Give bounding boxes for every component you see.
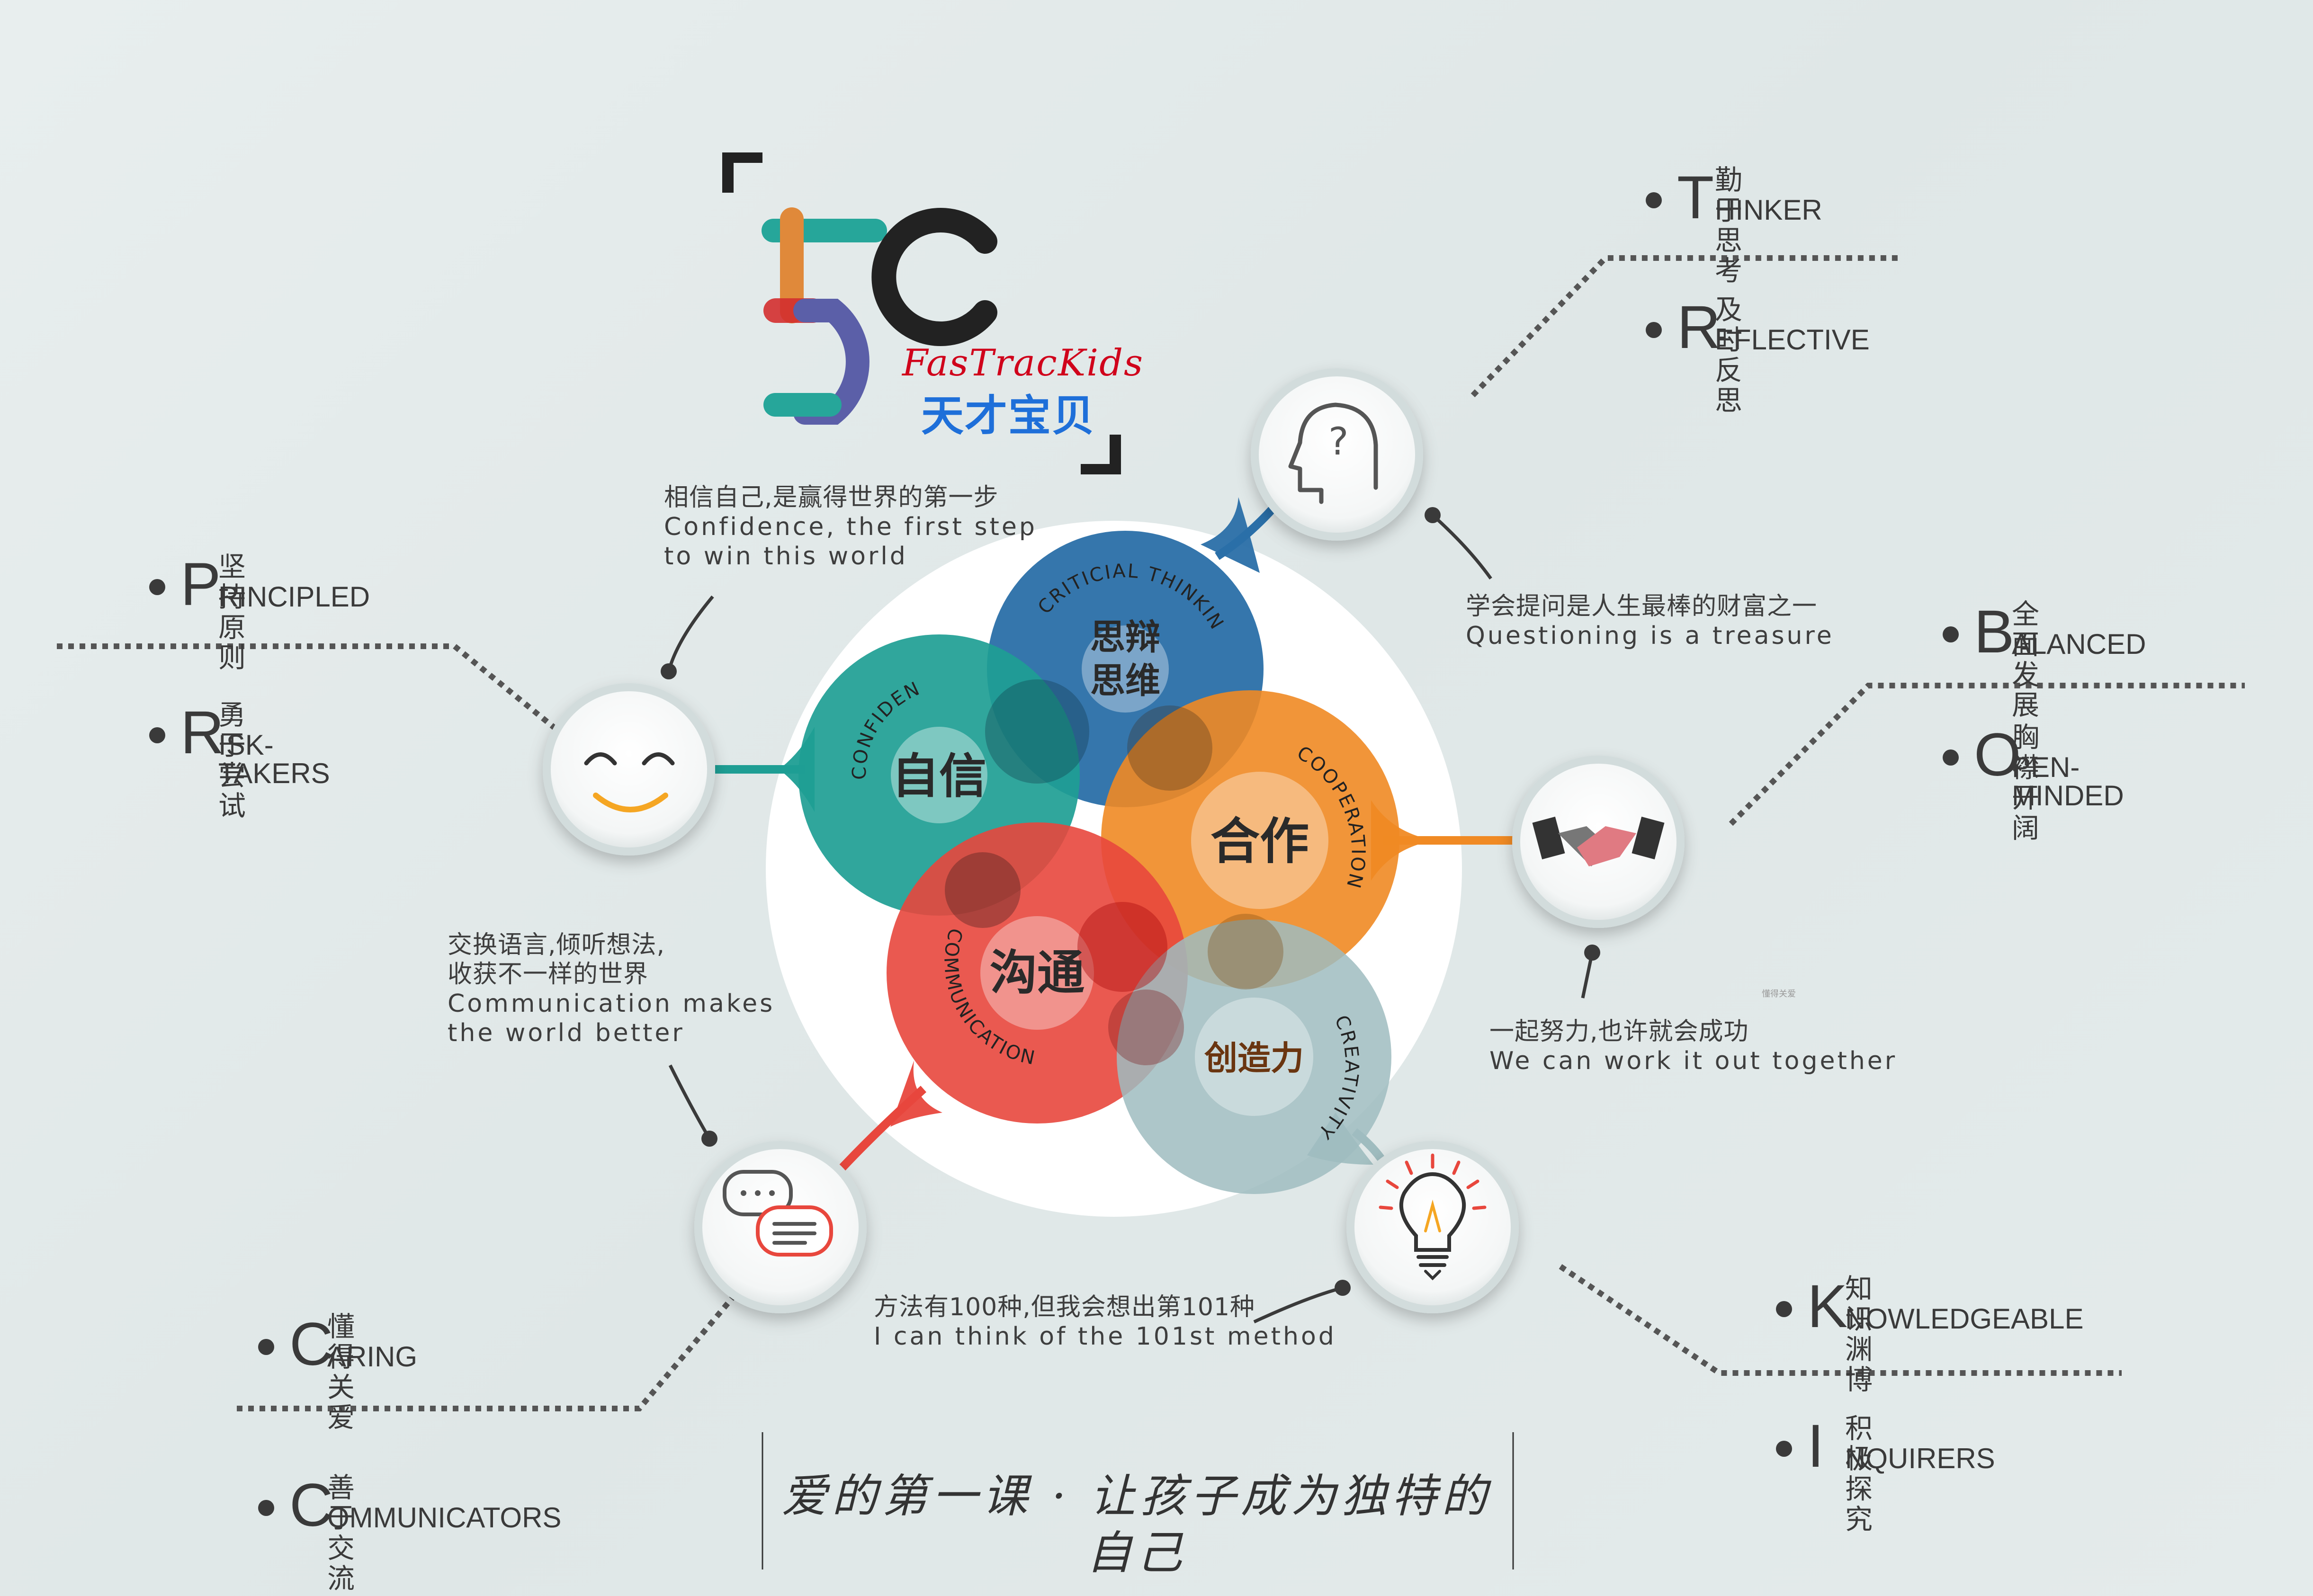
pointer-lines: [667, 514, 1594, 1324]
petal-label-confidence: CONFIDENCE: [0, 0, 924, 780]
footer-slogan: 爱的第一课 · 让孩子成为独特的自己: [781, 1470, 1492, 1579]
quote-thinking: 学会提问是人生最棒的财富之一 Questioning is a treasure: [1466, 592, 1834, 650]
petal-communication: [887, 822, 1188, 1127]
logo-5c-mark: [762, 207, 997, 425]
logo-brackets: [722, 152, 1121, 474]
quote-creativity: 方法有100种,但我会想出第101种 I can think of the 10…: [874, 1293, 1336, 1351]
pointer-dots: [661, 507, 1600, 1296]
bullet-dot: [1646, 192, 1662, 208]
thinking-head-icon: ?: [1288, 402, 1378, 504]
brand-cn-wordmark: 天才宝贝: [921, 391, 1095, 441]
bullet-dot: [1776, 1441, 1792, 1457]
brand-en-wordmark: FasTracKids: [902, 342, 1144, 384]
quote-cooperation: 一起努力,也许就会成功 We can work it out together: [1489, 1017, 1898, 1075]
smiley-icon: [584, 752, 675, 812]
petal-overlaps: [945, 679, 1283, 1065]
bullet-dot: [1943, 749, 1959, 766]
svg-text:?: ?: [1328, 419, 1348, 464]
bullet-dot: [258, 1500, 274, 1516]
bullet-dot: [1646, 322, 1662, 338]
bullet-dot: [1776, 1301, 1792, 1317]
smiley-button[interactable]: [543, 683, 715, 856]
quote-confidence: 相信自己,是赢得世界的第一步 Confidence, the first ste…: [664, 483, 1037, 571]
handshake-icon: [1532, 816, 1665, 866]
petal-title-communication: 沟通: [990, 945, 1085, 1000]
petal-title-cooperation: 合作: [1210, 812, 1309, 870]
petal-title-critical-thinking: 思辩 思维: [1090, 617, 1160, 701]
chat-bubbles-icon: [723, 1170, 833, 1257]
small-mark: 懂得关爱: [1762, 989, 1796, 999]
bullet-dot: [1943, 626, 1959, 642]
bullet-dot: [258, 1339, 274, 1355]
footer-dividers: [762, 1432, 1514, 1569]
petal-creativity: [1117, 919, 1391, 1194]
thinking-button[interactable]: [1251, 368, 1423, 541]
quote-communication: 交换语言,倾听想法, 收获不一样的世界 Communication makes …: [448, 931, 775, 1047]
lightbulb-icon: [1379, 1153, 1487, 1281]
petal-title-creativity: 创造力: [1204, 1039, 1304, 1078]
bullet-dot: [149, 727, 165, 743]
petal-title-confidence: 自信: [892, 749, 986, 804]
dotted-connectors: [57, 255, 2245, 1411]
bullet-dot: [149, 579, 165, 595]
